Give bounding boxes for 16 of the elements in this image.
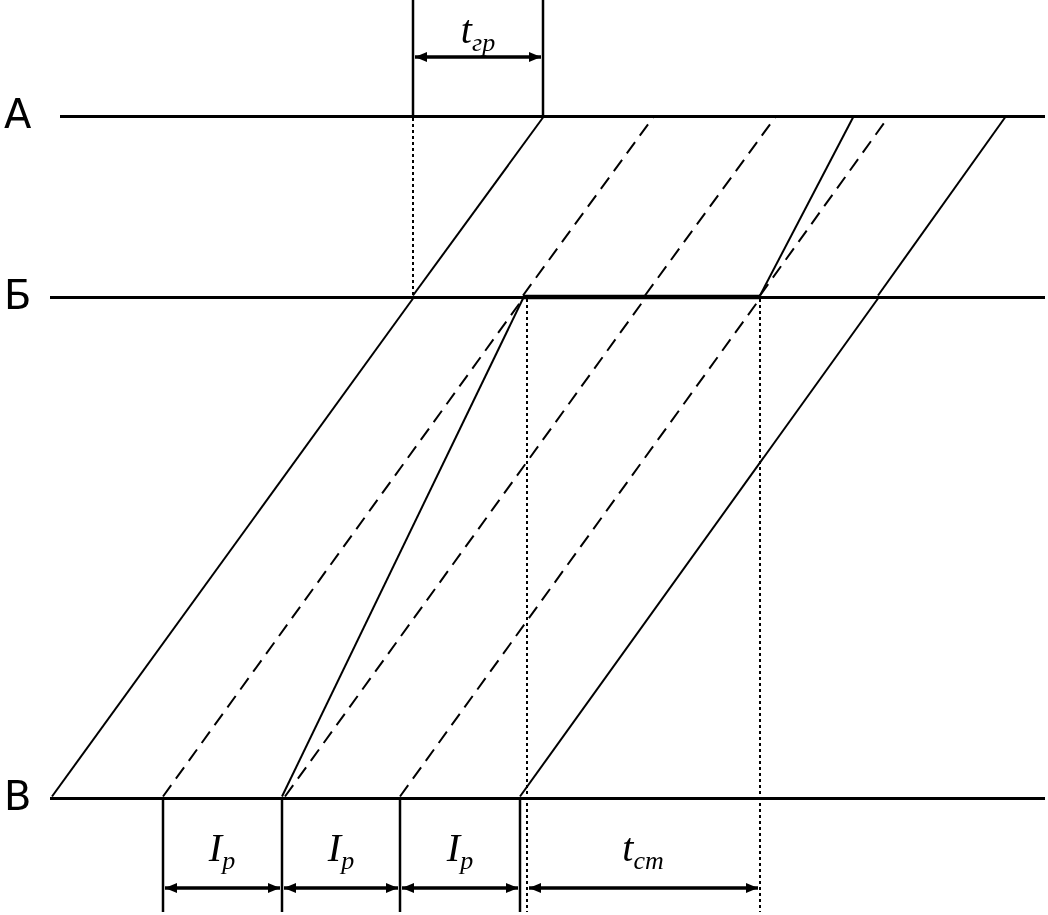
dimension-label: I$_{р}$ [327,826,355,877]
station-line [60,114,1045,118]
train-line [519,297,879,798]
train-line [877,116,1006,297]
station-line [50,295,1045,299]
station-label: Б [4,273,32,317]
dimension-label: I$_{р}$ [208,826,236,877]
dimension-label: t$_{гр}$ [460,8,496,59]
dimension-label: t$_{ст}$ [622,826,664,877]
train-line [281,297,524,798]
dimension-label: I$_{р}$ [446,826,474,877]
station-line [50,796,1045,800]
station-label: А [4,92,32,136]
station-label: В [4,774,32,818]
train-line [51,297,414,798]
train-line [412,116,544,297]
